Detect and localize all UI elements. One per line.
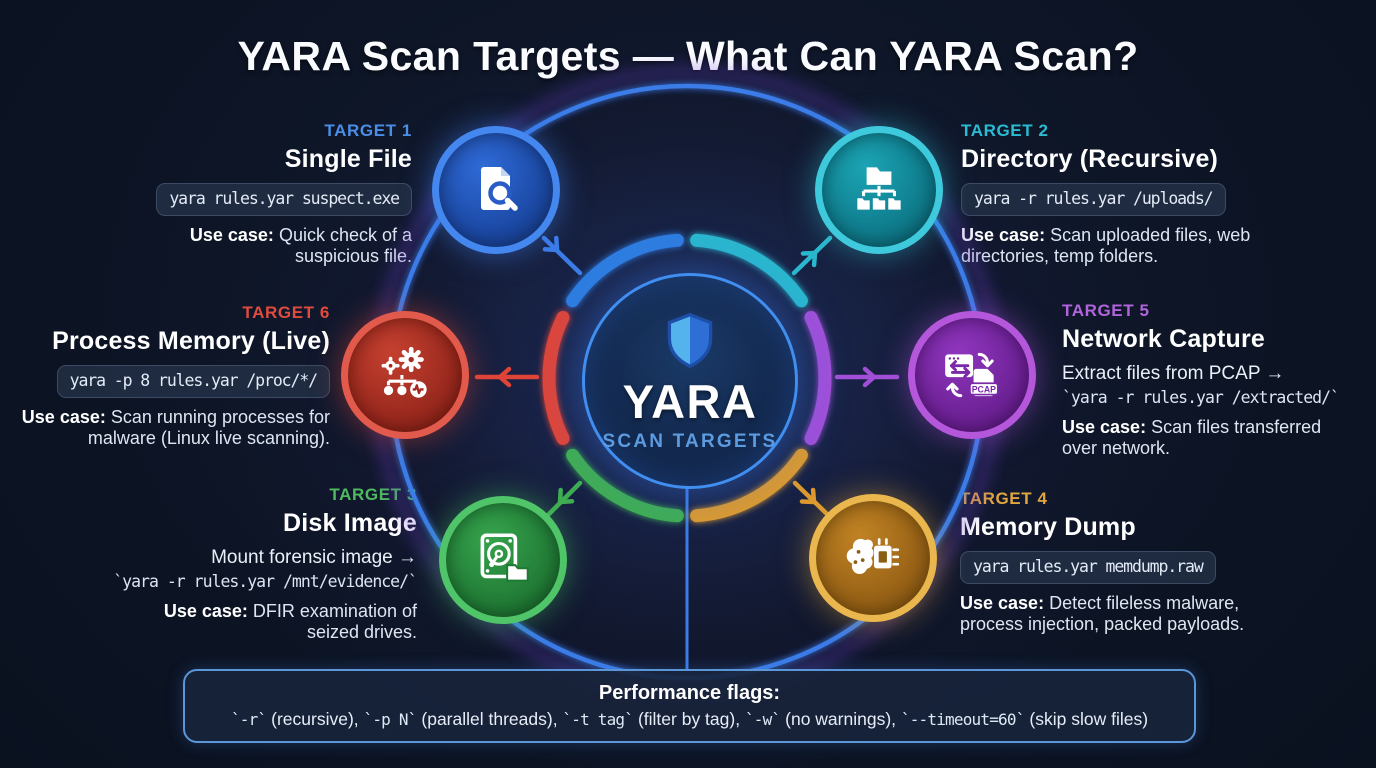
performance-flags-box: Performance flags: `-r` (recursive), `-p… — [183, 669, 1196, 743]
arrow-to-target-5 — [834, 366, 900, 388]
pcap-badge-label: PCAP — [972, 384, 996, 394]
target-5-use-case: Use case: Scan files transferred over ne… — [1062, 416, 1322, 459]
target-5-precommand: Extract files from PCAP → — [1062, 363, 1285, 385]
target-1-label: TARGET 1 — [324, 121, 412, 140]
performance-flags-list: `-r` (recursive), `-p N` (parallel threa… — [230, 709, 1149, 729]
arrow-to-target-2 — [791, 235, 833, 276]
target-3-title: Disk Image — [282, 509, 417, 538]
target-6-use-case: Use case: Scan running processes for mal… — [21, 407, 330, 449]
target-5-title: Network Capture — [1062, 325, 1266, 354]
segment-green — [566, 448, 684, 523]
target-4-title: Memory Dump — [960, 513, 1136, 542]
process-gears-icon — [381, 346, 427, 398]
target-5-node: PCAP — [908, 311, 1036, 439]
segment-purple — [804, 311, 832, 445]
target-3-precommand: Mount forensic image → — [211, 547, 417, 569]
target-6-label: TARGET 6 — [242, 303, 330, 322]
target-5-command: `yara -r rules.yar /extracted/` — [1062, 388, 1340, 408]
target-3-node — [439, 496, 567, 624]
target-5-panel: TARGET 5 Network Capture Extract files f… — [1062, 301, 1372, 459]
target-1-title: Single File — [284, 145, 412, 174]
target-1-use-case: Use case: Quick check of a suspicious fi… — [189, 225, 412, 267]
folder-tree-icon — [857, 167, 901, 210]
performance-flags-title: Performance flags: — [598, 682, 781, 704]
segment-blue — [566, 233, 684, 308]
target-1-node — [432, 126, 560, 254]
target-6-command: yara -p 8 rules.yar /proc/*/ — [56, 365, 330, 399]
segment-gold — [690, 448, 808, 523]
arrow-to-target-6 — [474, 366, 540, 388]
target-4-panel: TARGET 4 Memory Dump yara rules.yar memd… — [960, 489, 1300, 636]
target-4-label: TARGET 4 — [960, 489, 1048, 508]
shield-icon — [667, 312, 713, 368]
target-6-panel: TARGET 6 Process Memory (Live) yara -p 8… — [0, 303, 330, 450]
segment-cyan — [690, 233, 808, 308]
target-4-node — [809, 494, 937, 622]
target-3-command: `yara -r rules.yar /mnt/evidence/` — [113, 572, 418, 592]
target-2-title: Directory (Recursive) — [961, 145, 1219, 174]
target-1-panel: TARGET 1 Single File yara rules.yar susp… — [72, 121, 412, 268]
arrow-to-target-3 — [545, 480, 583, 518]
center-hub: YARA SCAN TARGETS — [582, 273, 798, 489]
hub-name: YARA — [622, 374, 758, 428]
target-6-node — [341, 311, 469, 439]
file-search-icon — [481, 167, 518, 211]
target-6-title: Process Memory (Live) — [52, 327, 330, 356]
hub-subtitle: SCAN TARGETS — [602, 430, 778, 452]
target-2-use-case: Use case: Scan uploaded files, web direc… — [961, 225, 1251, 267]
target-3-panel: TARGET 3 Disk Image Mount forensic image… — [57, 485, 418, 643]
arrow-to-target-1 — [541, 235, 583, 276]
disk-image-icon — [480, 533, 529, 582]
target-1-command: yara rules.yar suspect.exe — [156, 183, 412, 217]
arrow-to-target-4 — [792, 480, 830, 517]
target-5-label: TARGET 5 — [1062, 301, 1150, 320]
target-2-command: yara -r rules.yar /uploads/ — [961, 183, 1226, 217]
network-pcap-icon: PCAP — [945, 352, 999, 398]
target-2-label: TARGET 2 — [961, 121, 1049, 140]
segment-red — [542, 311, 570, 445]
target-4-command: yara rules.yar memdump.raw — [960, 551, 1216, 585]
target-2-panel: TARGET 2 Directory (Recursive) yara -r r… — [961, 121, 1261, 268]
target-3-use-case: Use case: DFIR examination of seized dri… — [163, 600, 417, 643]
segmented-hub-ring — [542, 233, 832, 523]
brain-chip-icon — [846, 538, 900, 574]
target-4-use-case: Use case: Detect fileless malware, proce… — [960, 593, 1245, 635]
target-2-node — [815, 126, 943, 254]
